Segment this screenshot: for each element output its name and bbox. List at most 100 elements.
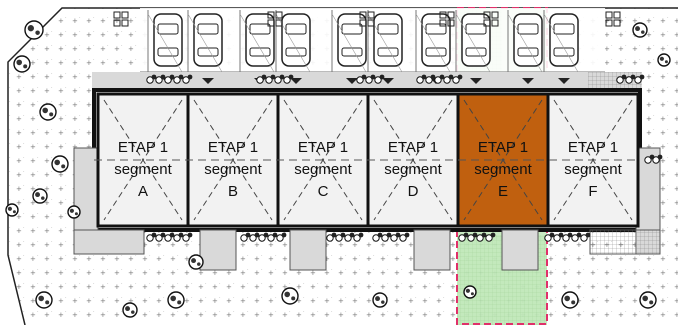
tree-icon xyxy=(24,20,44,40)
car-icon xyxy=(331,10,367,73)
entry-marker-icon xyxy=(290,78,302,84)
shrub-icon xyxy=(164,74,175,84)
shrub-icon xyxy=(434,74,445,84)
entry-marker-icon xyxy=(202,78,214,84)
shrub-icon xyxy=(173,232,184,242)
tree-icon xyxy=(632,22,648,38)
shrub-icon xyxy=(625,74,636,84)
segment-label-line1: ETAP 1 xyxy=(568,139,618,156)
bin-icon xyxy=(605,11,621,27)
entry-marker-icon xyxy=(558,78,570,84)
shrub-icon xyxy=(467,232,478,242)
shrub-icon xyxy=(580,232,591,242)
shrub-icon xyxy=(249,232,260,242)
shrub-icon xyxy=(173,74,184,84)
shrub-icon xyxy=(353,232,364,242)
shrub-icon xyxy=(571,232,582,242)
segment-label-line3: C xyxy=(318,183,329,200)
bin-icon xyxy=(439,11,455,27)
shrub-icon xyxy=(283,74,294,84)
shrub-icon xyxy=(258,232,269,242)
bin-icon xyxy=(113,11,129,27)
car-icon xyxy=(147,10,183,73)
car-icon xyxy=(187,10,223,73)
tree-icon xyxy=(122,302,138,318)
shrub-icon xyxy=(256,74,267,84)
tree-icon xyxy=(51,155,69,173)
shrub-icon xyxy=(616,74,627,84)
car-icon xyxy=(543,10,579,73)
tree-icon xyxy=(167,291,185,309)
shrub-icon xyxy=(182,74,193,84)
segment-label-line2: segment xyxy=(384,161,442,178)
shrub-icon xyxy=(562,232,573,242)
segment-label-line1: ETAP 1 xyxy=(478,139,528,156)
roof-ridge-line xyxy=(103,99,183,221)
shrub-icon xyxy=(335,232,346,242)
tree-icon xyxy=(39,103,57,121)
shrub-icon xyxy=(374,74,385,84)
tree-icon xyxy=(561,291,579,309)
segment-label-line1: ETAP 1 xyxy=(208,139,258,156)
entry-marker-icon xyxy=(470,78,482,84)
shrub-icon xyxy=(399,232,410,242)
tree-icon xyxy=(463,285,477,299)
shrub-icon xyxy=(476,232,487,242)
entry-marker-icon xyxy=(346,78,358,84)
shrub-icon xyxy=(155,74,166,84)
vegetation xyxy=(5,20,671,318)
shrub-icon xyxy=(390,232,401,242)
segment-label-line3: F xyxy=(588,183,597,200)
shrub-icon xyxy=(485,232,496,242)
shrub-icon xyxy=(381,232,392,242)
tree-icon xyxy=(67,205,81,219)
bin-icon xyxy=(267,11,283,27)
segment-label-line1: ETAP 1 xyxy=(388,139,438,156)
shrub-icon xyxy=(276,232,287,242)
tree-icon xyxy=(32,188,48,204)
tree-icon xyxy=(281,287,299,305)
shrub-icon xyxy=(372,232,383,242)
shrub-icon xyxy=(146,232,157,242)
tree-icon xyxy=(13,55,31,73)
shrub-icon xyxy=(164,232,175,242)
segment-label-line2: segment xyxy=(114,161,172,178)
entry-marker-icon xyxy=(382,78,394,84)
segment-label-line1: ETAP 1 xyxy=(118,139,168,156)
segment-label-line3: D xyxy=(408,183,419,200)
shrub-icon xyxy=(326,232,337,242)
car-icon xyxy=(507,10,543,73)
segment-label-line2: segment xyxy=(204,161,262,178)
tree-icon xyxy=(35,291,53,309)
segment-label-line2: segment xyxy=(564,161,622,178)
shrub-icon xyxy=(182,232,193,242)
shrub-icon xyxy=(146,74,157,84)
bin-icon xyxy=(483,11,499,27)
shrub-icon xyxy=(416,74,427,84)
tree-icon xyxy=(372,292,388,308)
segment-label-line1: ETAP 1 xyxy=(298,139,348,156)
shrub-icon xyxy=(155,232,166,242)
shrub-icon xyxy=(240,232,251,242)
shrub-icon xyxy=(644,154,655,164)
bin-icon xyxy=(359,11,375,27)
shrub-icon xyxy=(425,74,436,84)
shrub-icon xyxy=(553,232,564,242)
shrub-icon xyxy=(356,74,367,84)
shrub-icon xyxy=(344,232,355,242)
shrub-icon xyxy=(267,232,278,242)
tree-icon xyxy=(188,254,204,270)
segment-label-line3: E xyxy=(498,183,508,200)
car-icon xyxy=(415,10,451,73)
segment-label-line3: A xyxy=(138,183,148,200)
shrub-icon xyxy=(365,74,376,84)
shrub-icon xyxy=(634,74,645,84)
tree-icon xyxy=(657,53,671,67)
tree-icon xyxy=(639,291,657,309)
segment-label-line2: segment xyxy=(294,161,352,178)
segment-label-line2: segment xyxy=(474,161,532,178)
shrub-icon xyxy=(443,74,454,84)
front-patios xyxy=(199,229,539,271)
